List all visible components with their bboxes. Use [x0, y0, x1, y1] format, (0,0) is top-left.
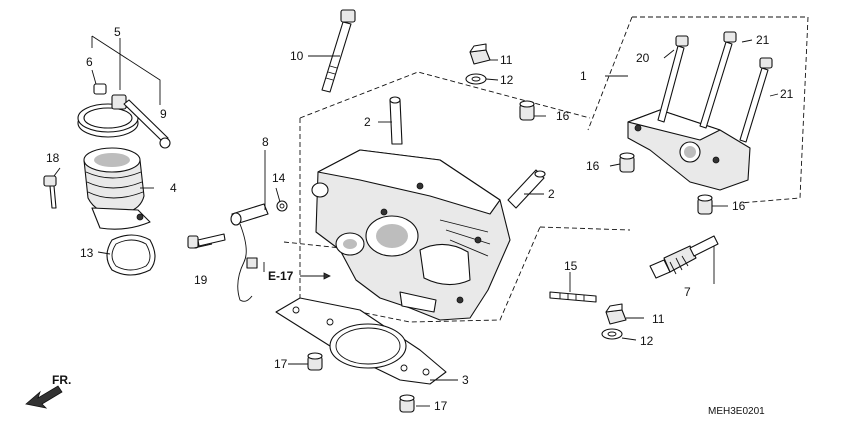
insulator — [83, 147, 151, 230]
dowel-16-head — [519, 100, 535, 121]
bolt-21-a — [699, 31, 737, 129]
callout-20: 20 — [636, 51, 650, 65]
callout-21-a: 21 — [756, 33, 770, 47]
front-direction-arrow: FR. — [25, 373, 71, 409]
callout-5: 5 — [114, 25, 121, 39]
callout-12-lower: 12 — [640, 334, 654, 348]
callout-11-lower: 11 — [652, 312, 665, 326]
callout-1: 1 — [580, 69, 587, 83]
callout-12-upper: 12 — [500, 73, 514, 87]
callout-17-a: 17 — [274, 357, 288, 371]
reference-marker: E-17 — [268, 269, 331, 283]
callout-13: 13 — [80, 246, 94, 260]
dowel-16-holder-b — [697, 194, 713, 215]
bolt-21-b — [739, 57, 773, 143]
callout-21-b: 21 — [780, 87, 794, 101]
leader-lines — [53, 35, 779, 407]
callout-10: 10 — [290, 49, 304, 63]
callout-16-holder-b: 16 — [732, 199, 746, 213]
callout-14: 14 — [272, 171, 286, 185]
bolt-18 — [43, 175, 57, 209]
drawing-code: MEH3E0201 — [708, 406, 765, 417]
callout-11-upper: 11 — [500, 53, 513, 67]
bolt-20 — [657, 35, 689, 123]
reference-label: E-17 — [268, 269, 294, 283]
callout-15: 15 — [564, 259, 578, 273]
callout-9: 9 — [160, 107, 167, 121]
dowel-pin-b — [507, 169, 546, 209]
callout-17-b: 17 — [434, 399, 448, 413]
dowel-pin-a — [389, 96, 403, 145]
head-gasket — [275, 297, 447, 385]
callout-18: 18 — [46, 151, 60, 165]
callout-19: 19 — [194, 273, 208, 287]
nut-washer-top — [465, 43, 491, 85]
clamp-bolt — [123, 99, 169, 143]
dowel-16-holder-a — [619, 152, 635, 173]
direction-label: FR. — [52, 373, 71, 387]
cylinder-head — [311, 149, 511, 321]
bolt-19 — [187, 233, 226, 249]
camshaft-holder — [627, 109, 751, 191]
callout-3: 3 — [462, 373, 469, 387]
clamp-band — [77, 83, 171, 149]
dowel-17-b — [399, 394, 415, 413]
callout-4: 4 — [170, 181, 177, 195]
nut-washer-lower — [601, 303, 627, 340]
o-ring-gasket — [106, 234, 156, 276]
callout-2-lower: 2 — [548, 187, 555, 201]
temperature-sensor — [230, 200, 288, 302]
callout-8: 8 — [262, 135, 269, 149]
callout-2-upper: 2 — [364, 115, 371, 129]
stud-bolt-10 — [321, 9, 356, 93]
dowel-17-a — [307, 352, 323, 371]
callout-16-head: 16 — [556, 109, 570, 123]
callout-7: 7 — [684, 285, 691, 299]
clamp-screw-head — [93, 83, 107, 95]
spark-plug — [649, 235, 719, 279]
callout-6: 6 — [86, 55, 93, 69]
callout-16-holder-a: 16 — [586, 159, 600, 173]
callout-numbers: 1 2 2 3 4 5 6 7 8 9 10 11 11 12 12 13 14… — [46, 25, 794, 413]
stud-bolt-15 — [549, 291, 597, 303]
assembly-outlines — [283, 16, 809, 323]
